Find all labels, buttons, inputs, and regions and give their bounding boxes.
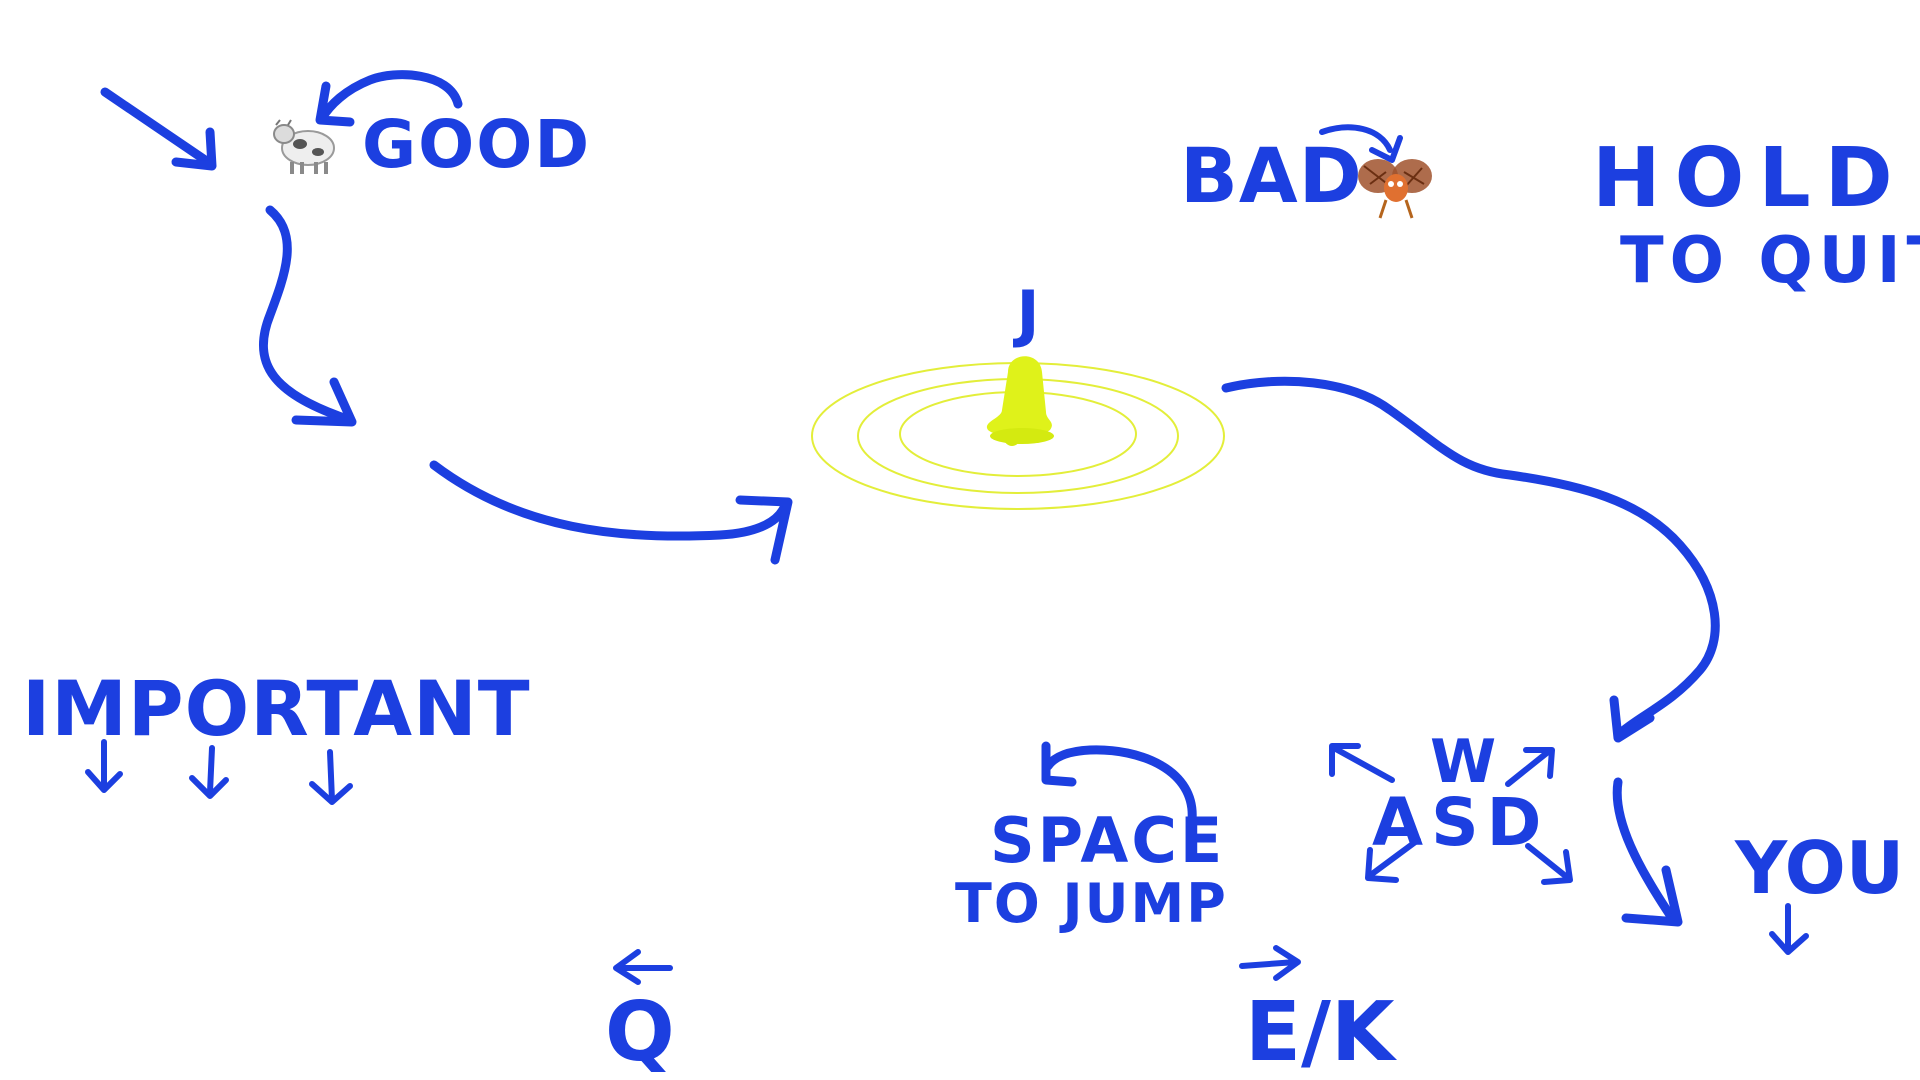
arrow-you-down [1769,903,1809,955]
good-label: GOOD [362,106,591,183]
arrow-bell-to-you [1221,376,1720,743]
important-arrows [85,739,353,805]
to-jump-label: TO JUMP [955,872,1228,935]
to-quit-label: TO QUIT [1620,224,1920,298]
wasd-direction-arrows [1329,743,1573,885]
arrow-to-player [1612,777,1683,927]
bell-icon [986,356,1054,446]
arrow-wavy-down [258,205,357,427]
arrow-right-ek [1239,945,1301,981]
ek-keys-label: E/K [1245,985,1398,1080]
you-label: YOU [1734,826,1904,910]
asd-keys-label: ASD [1372,784,1549,861]
bell-key-label: J [1012,277,1039,350]
arrow-left-q [613,949,673,985]
space-label: SPACE [990,804,1225,877]
bad-label: BAD [1180,131,1363,220]
arrow-bad-to-monster [1319,124,1403,163]
hold-p-label: HOLD P [1592,131,1920,226]
winged-monster-icon [1358,159,1432,219]
q-key-label: Q [605,985,675,1080]
arrow-to-bell [429,460,793,565]
important-label: IMPORTANT [22,664,531,753]
arrow-space-loop [1041,741,1197,825]
w-key-label: W [1430,727,1496,797]
arrow-to-cow [100,87,217,171]
arrow-good-to-cow [315,70,463,127]
cow-icon [273,119,335,174]
bell-goal[interactable]: J [811,277,1225,510]
